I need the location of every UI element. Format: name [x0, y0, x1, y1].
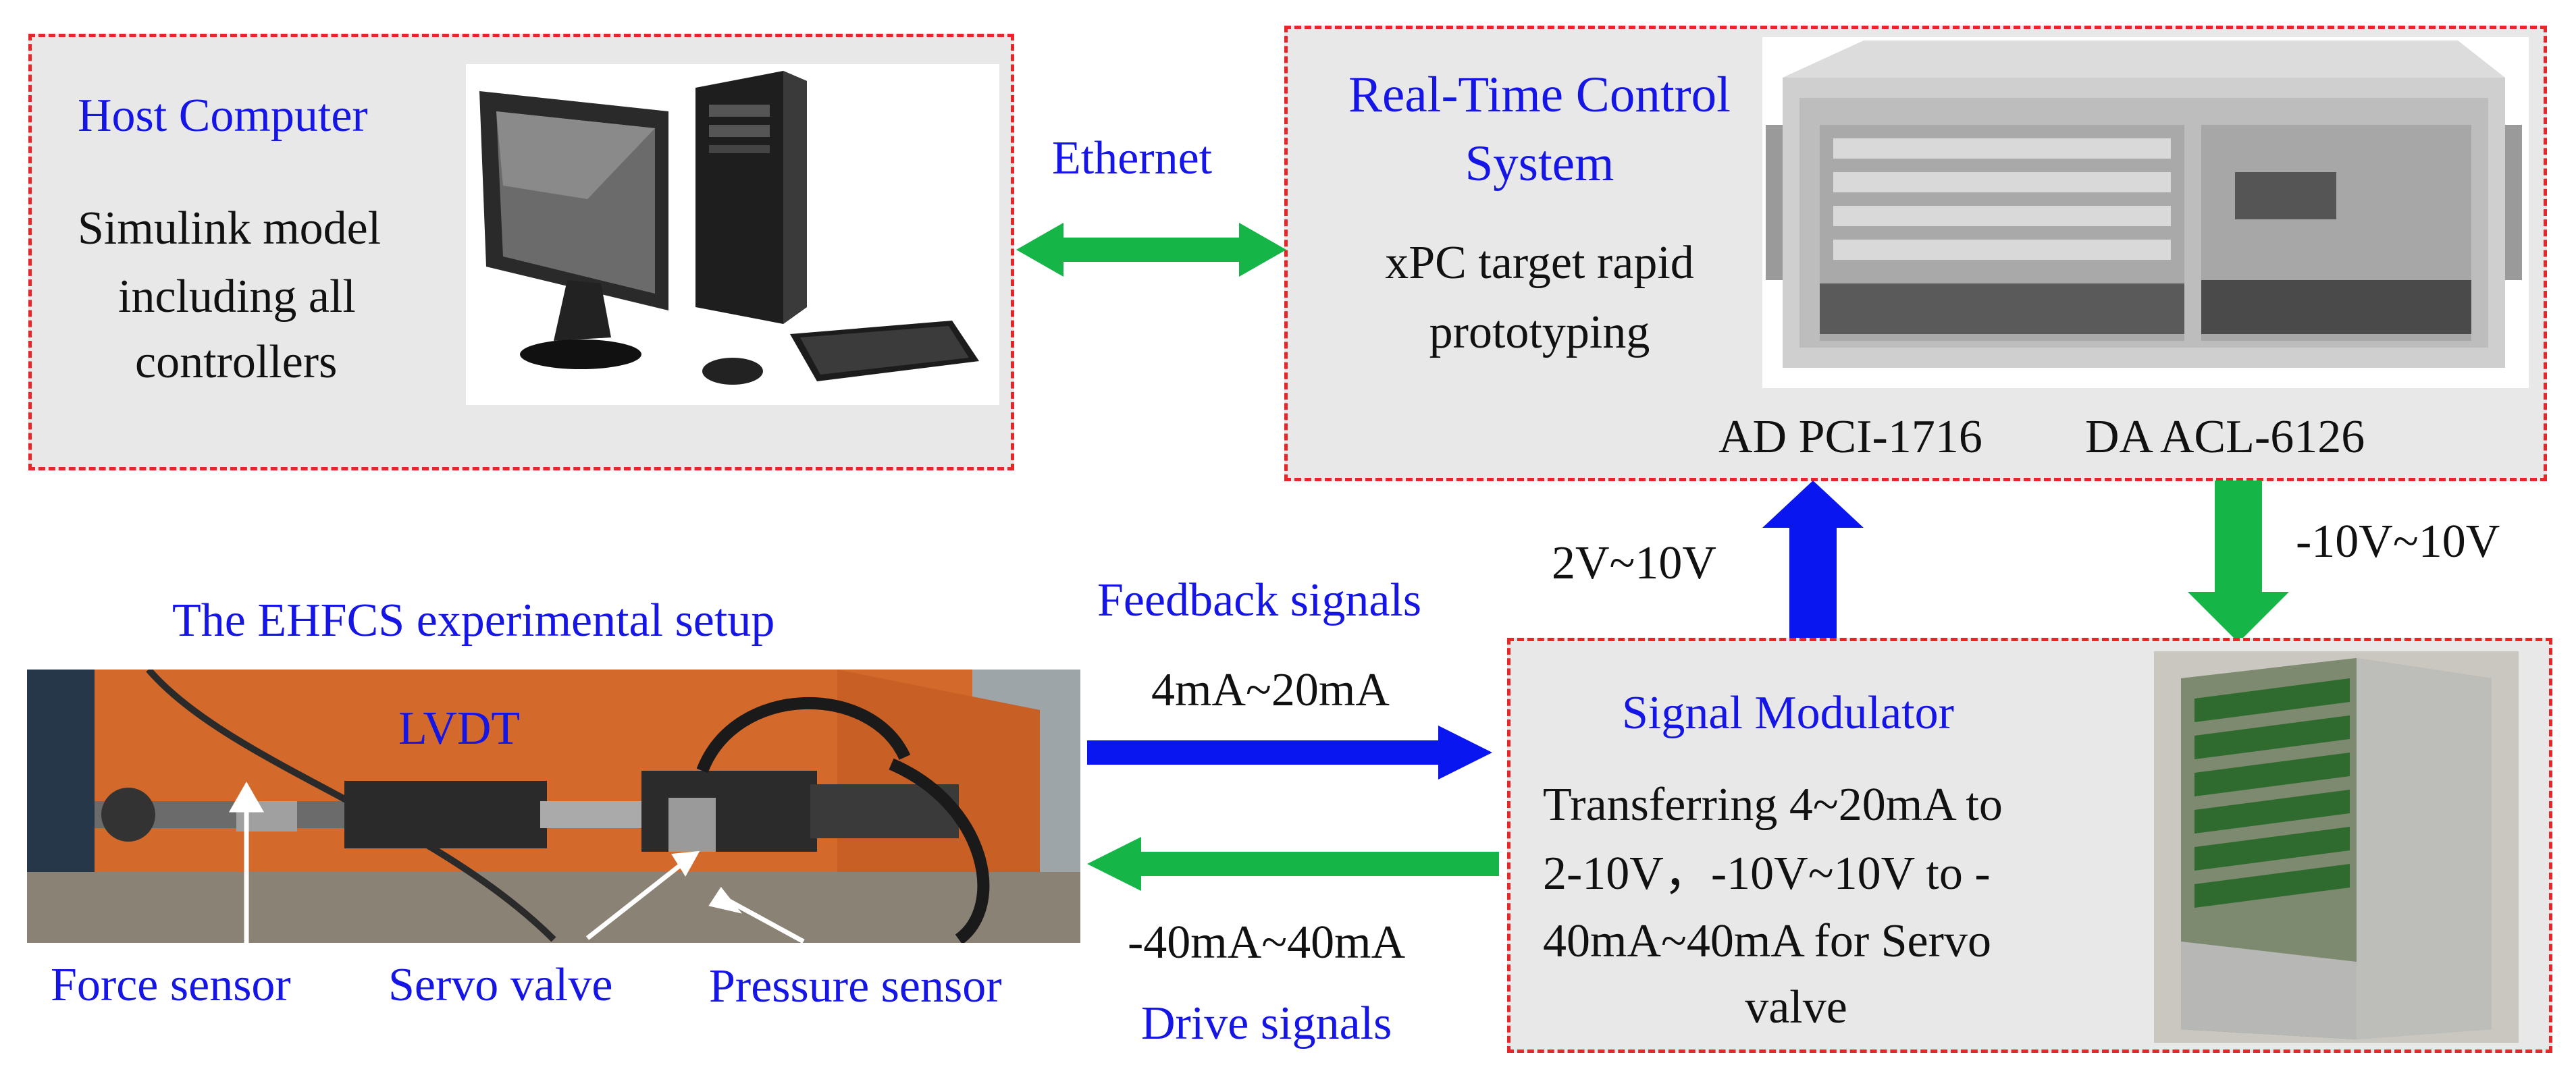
host-computer-title: Host Computer	[78, 90, 368, 142]
drive-signals-title: Drive signals	[1141, 998, 1392, 1050]
host-computer-desc-line-3: controllers	[135, 336, 338, 388]
up-voltage-label: 2V~10V	[1552, 537, 1716, 589]
setup-title: The EHFCS experimental setup	[172, 595, 775, 647]
drive-signals-value: -40mA~40mA	[1128, 917, 1406, 969]
feedback-signals-value: 4mA~20mA	[1151, 664, 1390, 716]
arrow-down-green-icon	[2188, 481, 2289, 643]
feedback-arrow-right-icon	[1087, 726, 1492, 780]
rtcs-desc-line-2: prototyping	[1429, 306, 1650, 358]
modulator-desc-line-4: valve	[1745, 981, 1847, 1033]
drive-arrow-left-icon	[1087, 837, 1499, 891]
rtcs-title-line-1: Real-Time Control	[1348, 67, 1731, 123]
pressure-sensor-pointer	[728, 898, 805, 944]
modulator-desc-line-2: 2-10V，-10V~10V to -	[1543, 848, 1991, 900]
hydraulic-test-rig-image	[27, 670, 1080, 943]
rack-mount-pc-image	[1762, 37, 2529, 388]
signal-modulator-title: Signal Modulator	[1622, 687, 1954, 739]
feedback-signals-title: Feedback signals	[1097, 574, 1422, 626]
modulator-desc-line-3: 40mA~40mA for Servo	[1543, 915, 1991, 967]
rtcs-desc-line-1: xPC target rapid	[1385, 237, 1694, 289]
host-computer-desc-line-1: Simulink model	[78, 202, 382, 254]
signal-modulator-image	[2154, 651, 2519, 1043]
arrow-up-blue-icon	[1762, 481, 1864, 643]
modulator-desc-line-1: Transferring 4~20mA to	[1543, 779, 2003, 831]
force-sensor-label: Force sensor	[51, 959, 291, 1011]
lvdt-label: LVDT	[398, 703, 521, 755]
ethernet-double-arrow-icon	[1016, 223, 1286, 277]
servo-valve-pointer	[585, 862, 684, 940]
desktop-computer-image	[466, 64, 999, 405]
host-computer-desc-line-2: including all	[118, 271, 356, 323]
servo-valve-label: Servo valve	[388, 959, 613, 1011]
pressure-sensor-label: Pressure sensor	[709, 960, 1002, 1012]
ad-card-label: AD PCI-1716	[1718, 411, 1982, 463]
sensor-pointer-arrows	[228, 781, 805, 950]
ethernet-label: Ethernet	[1052, 132, 1213, 184]
down-voltage-label: -10V~10V	[2296, 516, 2500, 568]
da-card-label: DA ACL-6126	[2085, 411, 2365, 463]
rtcs-title-line-2: System	[1465, 136, 1614, 192]
